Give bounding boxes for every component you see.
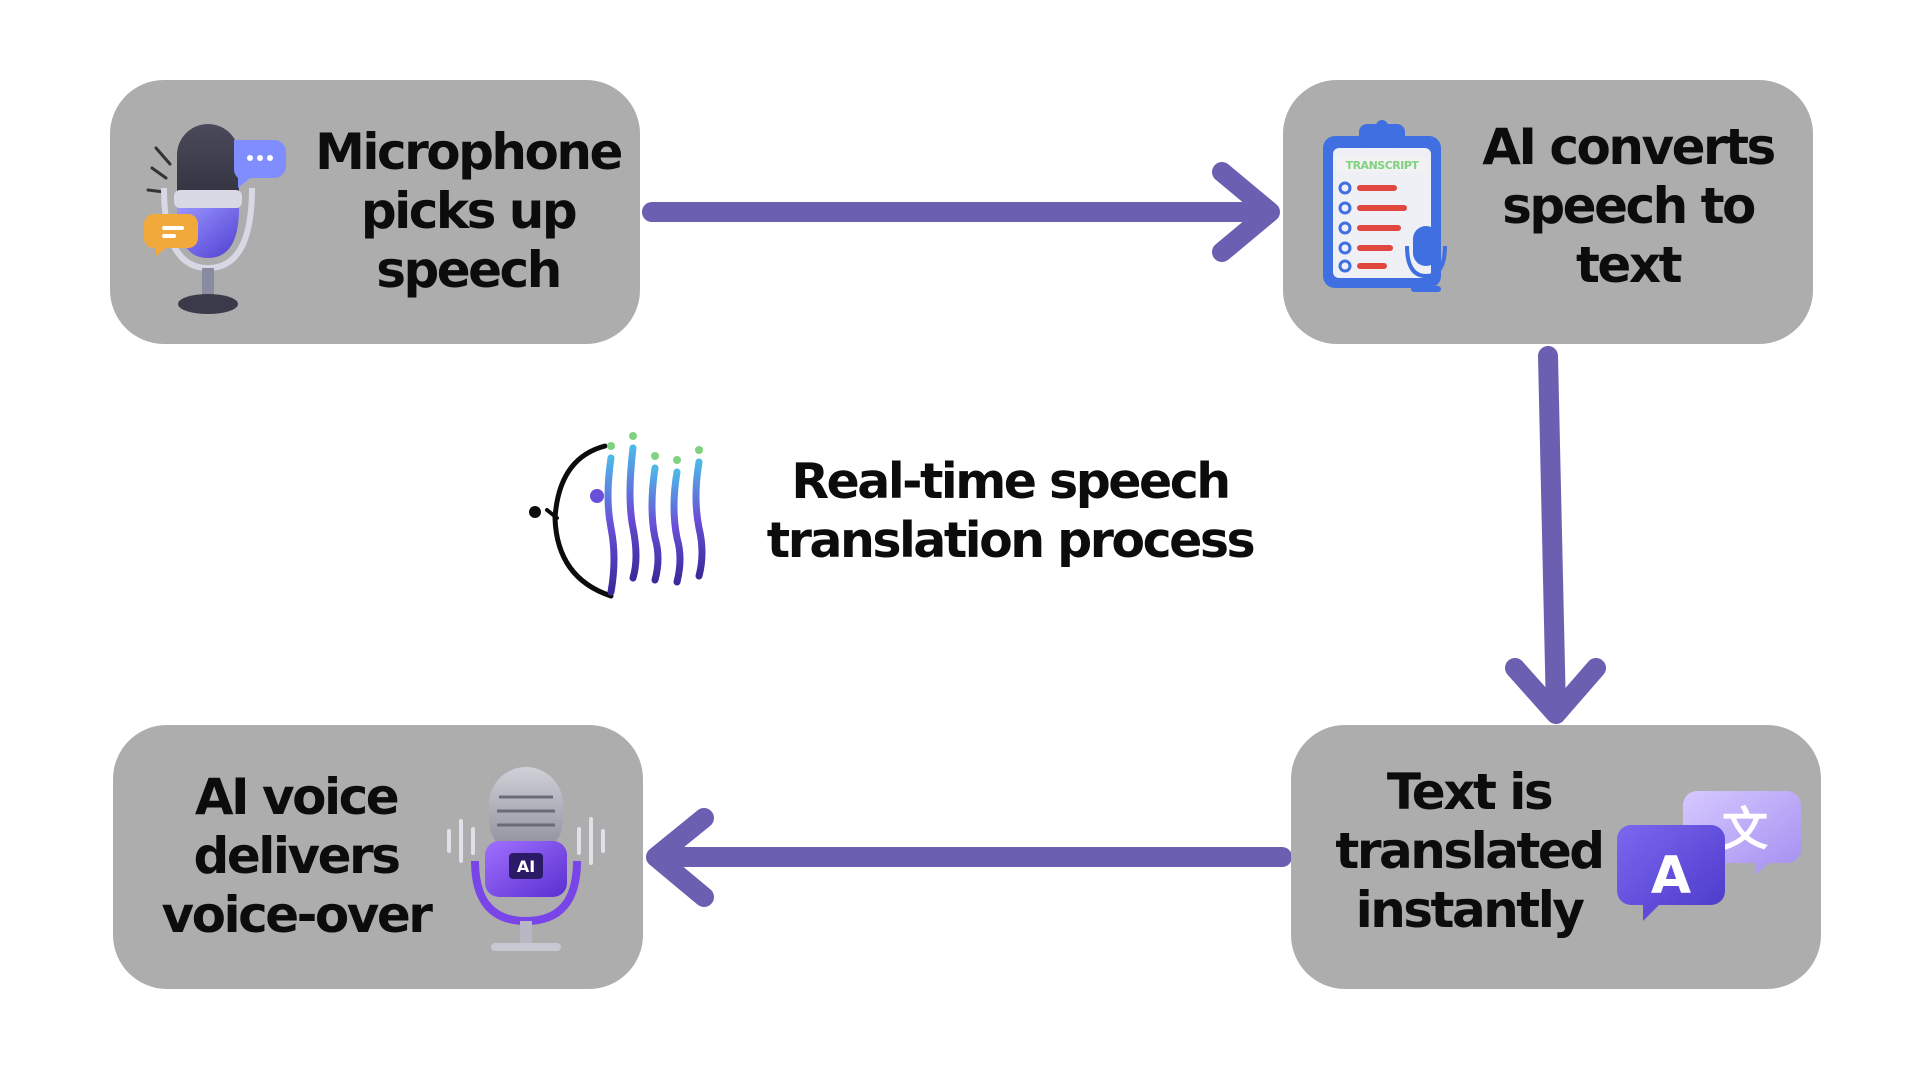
transcript-clipboard-icon: TRANSCRIPT <box>1323 120 1447 292</box>
step-convert-text: AI converts speech to text <box>1482 118 1776 294</box>
diagram-title: Real-time speech translation process <box>766 453 1256 569</box>
step-translate-text: Text is translated instantly <box>1335 763 1605 939</box>
step-convert-box: TRANSCRIPT AI converts speech to text <box>1283 80 1813 344</box>
step-voice-box: AI voice delivers voice-over AI <box>113 725 643 989</box>
microphone-icon <box>143 124 286 314</box>
step-voice-text: AI voice delivers voice-over <box>161 768 433 944</box>
step-translate-box: Text is translated instantly 文 A <box>1291 725 1821 989</box>
waveform-face-logo-icon <box>529 432 706 599</box>
ai-chip-label: AI <box>517 857 535 876</box>
latin-a-label: A <box>1651 846 1691 906</box>
step-microphone-text: Microphone picks up speech <box>315 123 623 299</box>
chinese-character-label: 文 <box>1722 802 1768 856</box>
arrowhead-translate-to-voice <box>646 808 714 907</box>
step-microphone-box: Microphone picks up speech <box>110 80 640 344</box>
ai-microphone-icon: AI <box>447 767 605 951</box>
arrow-convert-to-translate <box>1538 346 1566 722</box>
transcript-label: TRANSCRIPT <box>1346 159 1420 172</box>
arrowhead-mic-to-convert <box>1212 162 1280 262</box>
translation-bubbles-icon: 文 A <box>1617 791 1801 921</box>
arrowhead-convert-to-translate <box>1505 658 1606 724</box>
